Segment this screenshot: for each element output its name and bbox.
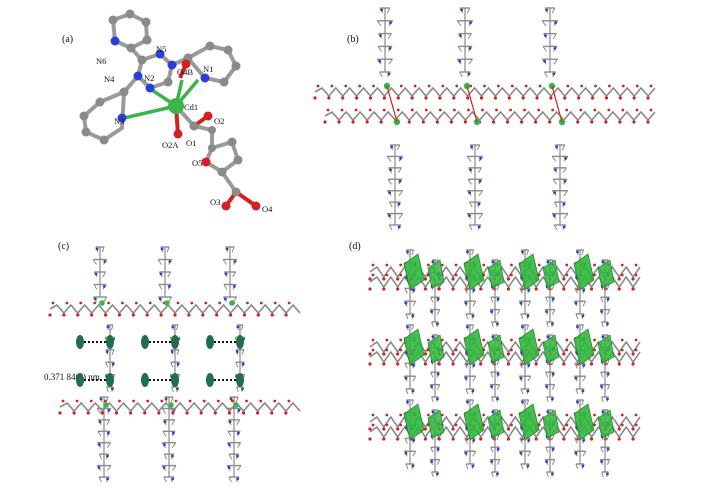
cd-polyhedron [597, 409, 615, 439]
cd-polyhedron [403, 328, 425, 366]
cd-polyhedron [427, 259, 445, 289]
atom-label-o5: O5 [192, 158, 202, 168]
cd-polyhedron [542, 334, 560, 364]
atom-label-o2: O2 [214, 116, 224, 126]
pi-centroid [76, 335, 84, 349]
atom-label-o3: O3 [210, 197, 220, 207]
cd-polyhedron [487, 334, 505, 364]
carboxylate-chain [323, 108, 656, 124]
atom-label-cd1: Cd1 [184, 102, 198, 112]
ligand-stack [466, 144, 484, 231]
atom-label-o2a: O2A [162, 140, 179, 150]
ligand-stack [161, 396, 177, 483]
atom-label-n3: N3 [114, 116, 124, 126]
pi-centroid [141, 373, 149, 387]
cd-polyhedron [487, 409, 505, 439]
panel-c: (c) 0.371 84(4) nm [0, 241, 355, 494]
panel-b: (b) [313, 0, 710, 247]
cadmium-atom [229, 300, 235, 306]
cd-polyhedron [463, 403, 485, 441]
cd-polyhedron [403, 253, 425, 291]
atom-label-n2: N2 [144, 73, 154, 83]
pi-centroid [206, 335, 214, 349]
cd-polyhedron [427, 334, 445, 364]
carboxylate-chain [48, 301, 301, 317]
cadmium-atom [99, 300, 105, 306]
panel-b-structure [313, 7, 656, 231]
panel-b-label: (b) [347, 34, 359, 45]
cd-polyhedron [542, 259, 560, 289]
cd-polyhedron [518, 253, 540, 291]
panel-c-structure: 0.371 84(4) nm [44, 246, 301, 483]
pi-centroid [171, 373, 179, 387]
panel-a-label: (a) [62, 34, 74, 45]
ligand-stack [541, 7, 559, 78]
pi-centroid [236, 373, 244, 387]
cd-polyhedron [427, 409, 445, 439]
ligand-stack [92, 246, 108, 303]
ligand-stack [376, 7, 394, 78]
cd-polyhedron [463, 328, 485, 366]
ligand-stack [386, 144, 404, 231]
cd-polyhedron [403, 403, 425, 441]
panel-c-label: (c) [58, 241, 70, 252]
cd-polyhedron [573, 253, 595, 291]
pi-centroid [76, 373, 84, 387]
panel-d-structure [368, 249, 641, 478]
cd-polyhedron [573, 403, 595, 441]
carboxylate-chain [58, 399, 301, 415]
pi-stacking-distance-label: 0.371 84(4) nm [44, 372, 100, 382]
ligand-stack [456, 7, 474, 78]
bridge-bond [466, 85, 478, 123]
atom-label-n5: N5 [156, 44, 166, 54]
pi-centroid [236, 335, 244, 349]
panel-a: (a) [0, 0, 355, 247]
bridge-bond [386, 85, 398, 123]
ligand-stack [157, 246, 173, 303]
pi-centroid [141, 335, 149, 349]
cd-polyhedron [542, 409, 560, 439]
atom-label-o4: O4 [262, 204, 273, 214]
pi-centroid [206, 373, 214, 387]
pi-centroid [171, 335, 179, 349]
panel-a-structure: N5 N6 N4 N2 O4B N1 Cd1 N3 O2 O2A O1 O5 O… [79, 9, 273, 214]
ligand-stack [551, 144, 569, 231]
bridge-bond [551, 85, 563, 123]
cadmium-atom [233, 402, 239, 408]
panel-d: (d) [349, 241, 710, 494]
atom-label-o4b: O4B [177, 67, 193, 77]
cd-polyhedron [597, 334, 615, 364]
ligand-stack [222, 246, 238, 303]
cd-polyhedron [573, 328, 595, 366]
cadmium-atom [103, 402, 109, 408]
cd-polyhedron [518, 328, 540, 366]
cd-polyhedron [487, 259, 505, 289]
panel-d-label: (d) [349, 241, 361, 252]
cd-polyhedron [597, 259, 615, 289]
atom-label-o1: O1 [186, 138, 196, 148]
atom-label-n1: N1 [203, 64, 213, 74]
atom-label-n6: N6 [96, 56, 106, 66]
carboxylate-chain [313, 84, 656, 100]
atom-label-n4: N4 [104, 74, 115, 84]
pi-centroid [106, 373, 114, 387]
pi-centroid [106, 335, 114, 349]
cadmium-atom [168, 402, 174, 408]
cd-polyhedron [518, 403, 540, 441]
cd-polyhedron [463, 253, 485, 291]
cadmium-atom [164, 300, 170, 306]
